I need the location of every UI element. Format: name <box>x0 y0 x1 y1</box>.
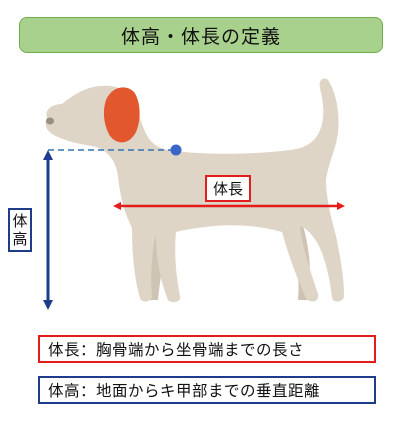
body-height-label-char-1: 体 <box>12 212 28 230</box>
dog-ear <box>103 87 140 143</box>
body-length-definition: 体長：胸骨端から坐骨端までの長さ <box>38 335 376 363</box>
dog-body <box>45 78 345 303</box>
body-height-label: 体 高 <box>8 208 32 252</box>
dog-nose <box>46 117 54 125</box>
body-height-definition-text: 体高：地面からキ甲部までの垂直距離 <box>48 382 321 400</box>
title-banner: 体高・体長の定義 <box>19 17 383 53</box>
body-length-definition-text: 体長：胸骨端から坐骨端までの長さ <box>48 341 305 359</box>
withers-point-icon <box>170 144 182 156</box>
dog-silhouette-icon <box>45 78 345 303</box>
body-height-definition: 体高：地面からキ甲部までの垂直距離 <box>38 376 376 404</box>
body-length-label: 体長 <box>205 175 252 202</box>
page-title: 体高・体長の定義 <box>120 25 281 48</box>
body-length-label-text: 体長 <box>213 180 244 198</box>
body-height-label-char-2: 高 <box>12 230 28 248</box>
